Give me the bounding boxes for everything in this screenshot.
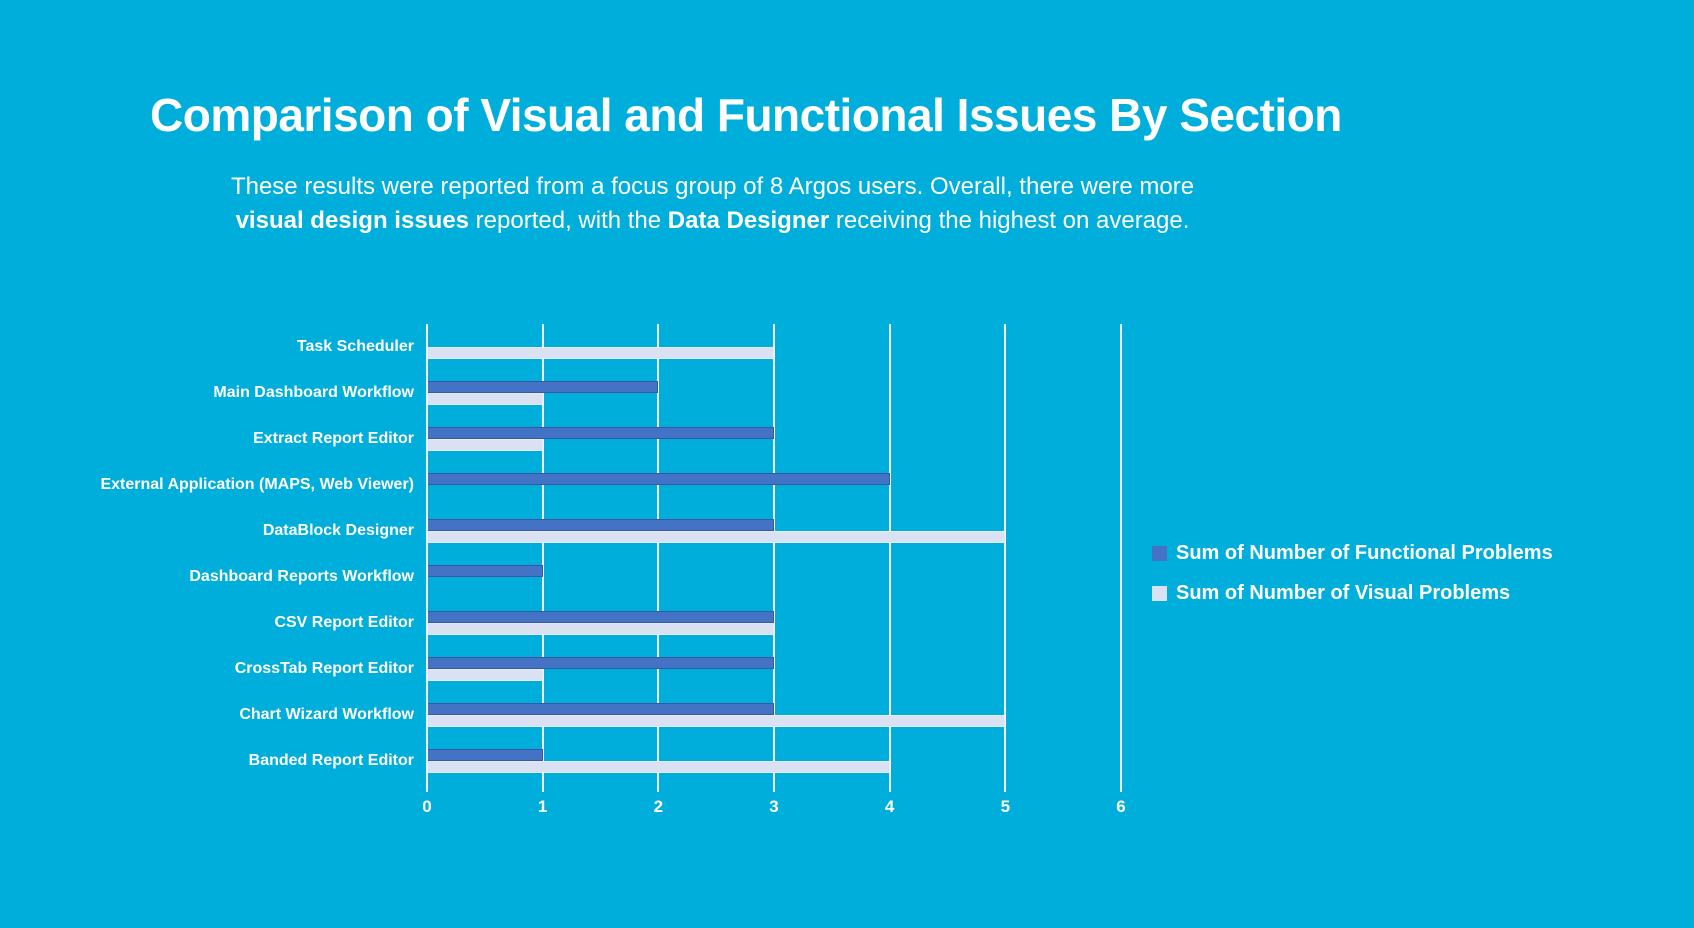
functional-problems-bar — [427, 473, 890, 485]
x-axis-tick-label: 5 — [1000, 797, 1011, 816]
gridline — [541, 324, 544, 784]
x-axis-tick — [426, 784, 428, 792]
x-axis-tick-label: 1 — [537, 797, 548, 816]
functional-series-swatch-icon — [1152, 546, 1167, 561]
visual-series-swatch-icon — [1152, 586, 1167, 601]
x-axis-tick — [773, 784, 775, 792]
category-label: External Application (MAPS, Web Viewer) — [100, 476, 414, 493]
functional-problems-bar — [427, 703, 774, 715]
chart-subtitle: These results were reported from a focus… — [140, 170, 1285, 238]
category-label: CrossTab Report Editor — [234, 660, 414, 677]
x-axis-tick — [888, 784, 891, 792]
functional-problems-bar — [427, 657, 774, 669]
chart-title: Comparison of Visual and Functional Issu… — [150, 89, 1342, 141]
subtitle-emphasis: visual design issues — [235, 207, 470, 234]
chart-row: DataBlock Designer — [263, 508, 1121, 554]
functional-problems-bar — [427, 611, 774, 623]
subtitle-text: receiving the highest on average. — [829, 207, 1190, 234]
visual-problems-bar — [427, 761, 890, 773]
x-axis-tick — [657, 784, 660, 792]
chart-row: CSV Report Editor — [274, 600, 1121, 646]
subtitle-line-1: These results were reported from a focus… — [230, 173, 1195, 200]
x-axis-tick-label: 2 — [653, 797, 664, 816]
functional-problems-bar — [427, 381, 659, 393]
functional-problems-bar — [427, 427, 774, 439]
legend-label: Sum of Number of Visual Problems — [1176, 582, 1511, 604]
subtitle-line-2: visual design issues reported, with the … — [140, 204, 1285, 238]
visual-problems-bar — [427, 531, 1006, 543]
category-label: Main Dashboard Workflow — [213, 384, 414, 401]
visual-problems-bar — [427, 715, 1006, 727]
chart-row: Task Scheduler — [297, 324, 1121, 370]
chart-row: Extract Report Editor — [253, 416, 1121, 462]
chart-row: Banded Report Editor — [249, 738, 1121, 784]
chart-row: CrossTab Report Editor — [235, 646, 1121, 692]
legend-item: Sum of Number of Visual Problems — [1152, 582, 1553, 605]
category-label: Chart Wizard Workflow — [239, 706, 414, 723]
visual-problems-bar — [427, 439, 543, 451]
x-axis-tick — [1004, 784, 1007, 792]
category-label: Banded Report Editor — [248, 752, 414, 769]
legend: Sum of Number of Functional Problems Sum… — [1152, 542, 1553, 605]
functional-problems-bar — [427, 565, 543, 577]
visual-problems-bar — [427, 669, 543, 681]
gridline — [657, 324, 660, 784]
subtitle-emphasis: Data Designer — [667, 207, 830, 234]
y-axis-line — [426, 324, 428, 784]
functional-problems-bar — [427, 519, 774, 531]
functional-problems-bar — [427, 749, 543, 761]
category-label: DataBlock Designer — [262, 522, 414, 539]
category-label: Dashboard Reports Workflow — [189, 568, 414, 585]
chart-row: Main Dashboard Workflow — [213, 370, 1121, 416]
x-axis-tick — [1120, 784, 1122, 792]
category-label: Task Scheduler — [296, 338, 414, 355]
legend-label: Sum of Number of Functional Problems — [1176, 542, 1553, 564]
chart-row: Dashboard Reports Workflow — [189, 554, 1121, 600]
x-axis-tick-label: 6 — [1116, 797, 1126, 816]
x-axis-tick-label: 4 — [884, 797, 895, 816]
gridline — [773, 324, 775, 784]
gridline — [888, 324, 891, 784]
subtitle-text: reported, with the — [469, 207, 668, 234]
legend-item: Sum of Number of Functional Problems — [1152, 542, 1553, 565]
visual-problems-bar — [427, 623, 774, 635]
category-label: CSV Report Editor — [274, 614, 414, 631]
x-axis-tick — [541, 784, 544, 792]
chart-row: Chart Wizard Workflow — [239, 692, 1121, 738]
category-label: Extract Report Editor — [253, 430, 414, 447]
gridline — [1120, 324, 1122, 784]
x-axis-tick-label: 0 — [422, 797, 432, 816]
x-axis-tick-label: 3 — [769, 797, 779, 816]
visual-problems-bar — [427, 393, 543, 405]
visual-problems-bar — [427, 347, 774, 359]
gridline — [1004, 324, 1007, 784]
chart-row: External Application (MAPS, Web Viewer) — [100, 462, 1121, 508]
